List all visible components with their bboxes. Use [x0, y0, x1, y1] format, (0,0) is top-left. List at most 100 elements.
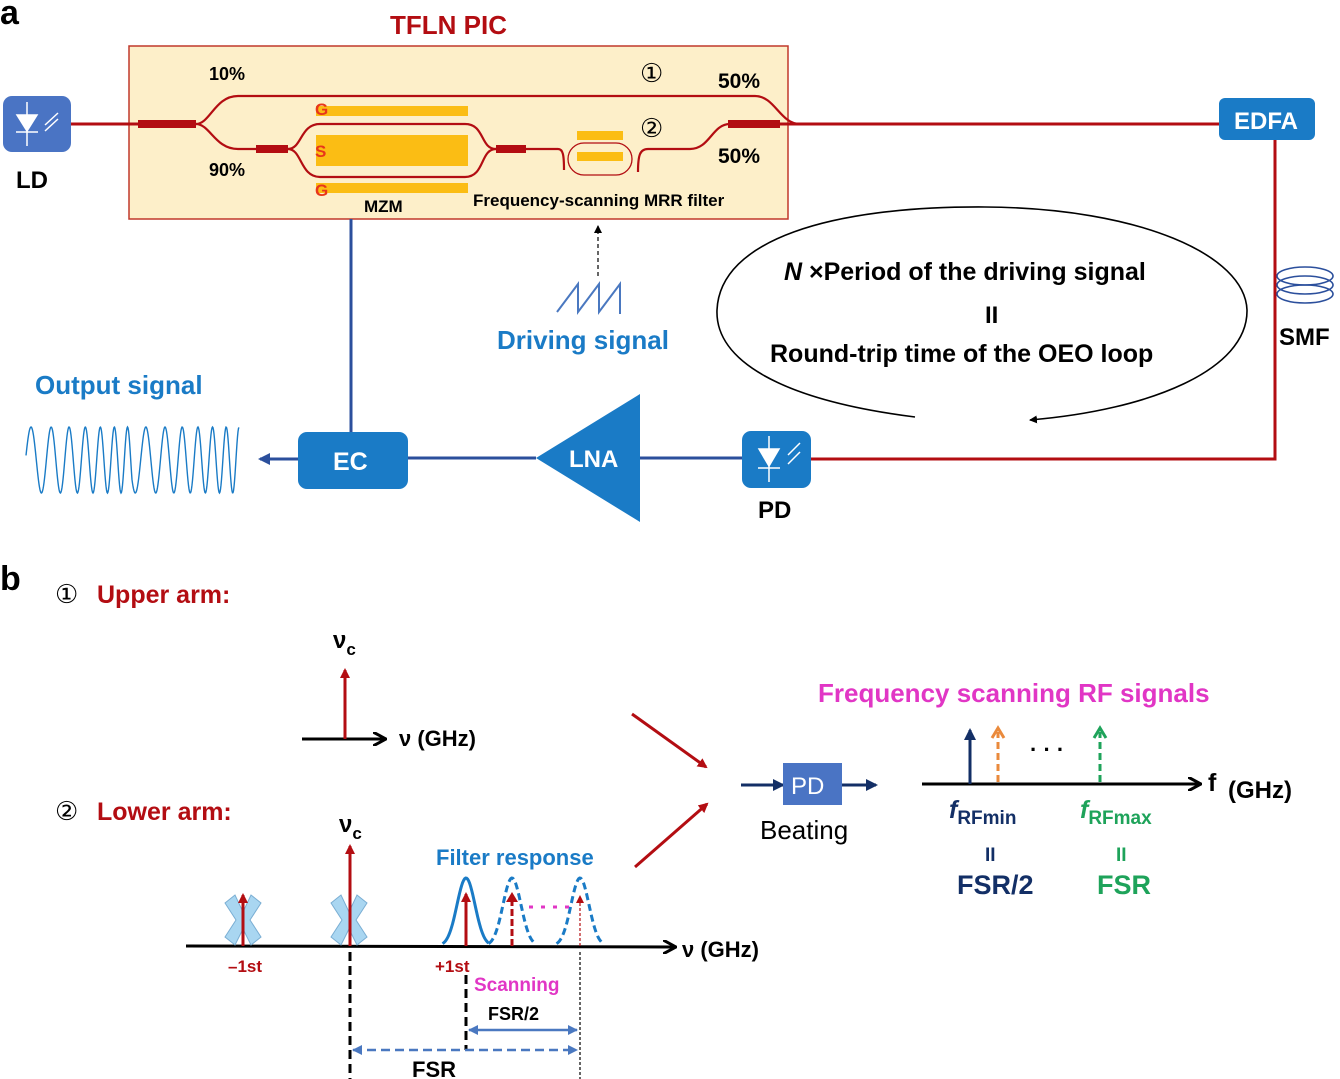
chip-title: TFLN PIC: [390, 10, 507, 40]
loop-n-symbol: N: [784, 258, 803, 286]
diode-icon: [15, 102, 59, 146]
lower-arm-carrier-label: νc: [339, 811, 362, 843]
mzm-lower-arm: [287, 147, 497, 179]
rf-fmin-label: fRFmin: [949, 796, 1016, 829]
fmax-f: f: [1080, 796, 1091, 824]
ld-label: LD: [16, 167, 48, 194]
mzm-output-combiner: [496, 145, 526, 153]
filter-response-dashed-2: [555, 876, 604, 945]
electrode-s-label: S: [315, 142, 326, 161]
input-coupler: [138, 120, 196, 128]
ec-label: EC: [333, 448, 368, 476]
panel-label-a: a: [0, 0, 20, 32]
ld-box: [3, 96, 71, 152]
arm1-marker: ①: [640, 58, 663, 88]
mzm-input-splitter: [256, 145, 288, 153]
waveguide-from-mrr: [636, 122, 731, 173]
upper-arm-marker: ①: [55, 579, 78, 609]
output-waveform: [25, 425, 240, 495]
rf-spectrum-title: Frequency scanning RF signals: [818, 678, 1210, 708]
nu-symbol-lower: ν: [339, 811, 352, 838]
mrr-heater-bottom: [577, 152, 623, 161]
electrode-signal: [316, 135, 468, 166]
beating-caption: Beating: [760, 815, 848, 845]
minus-first-label: –1st: [228, 957, 262, 976]
electrode-ground-bottom: [316, 183, 468, 193]
scanning-label: Scanning: [474, 975, 560, 996]
carrier-subscript: c: [346, 640, 355, 659]
scanned-sideband-arrow-1-head: [506, 892, 518, 902]
upper-arm-title: Upper arm:: [97, 581, 230, 609]
panel-label-b: b: [0, 560, 21, 598]
split-ratio-lower: 90%: [209, 160, 245, 180]
edfa-label: EDFA: [1234, 108, 1298, 135]
electrode-ground-top: [316, 106, 468, 116]
beating-pd-label: PD: [791, 773, 824, 800]
electrical-coupler[interactable]: EC: [298, 432, 408, 489]
laser-diode[interactable]: LD: [3, 96, 71, 194]
rf-axis-f: f: [1208, 769, 1217, 797]
lower-arm-title: Lower arm:: [97, 798, 232, 826]
loop-equals: II: [985, 302, 998, 329]
ec-box: [298, 432, 408, 489]
beating-pd-box: [783, 763, 842, 805]
fsr-label: FSR: [412, 1057, 456, 1079]
lower-arm-axis-label: ν (GHz): [682, 937, 759, 962]
plus-first-label: +1st: [435, 957, 470, 976]
loop-ellipse-arrow: [716, 206, 1248, 424]
upper-arm-waveguide: [195, 94, 801, 126]
combine-ratio-upper: 50%: [718, 70, 760, 93]
electrode-g-bottom-label: G: [315, 181, 328, 200]
lower-arm-waveguide: [195, 122, 256, 151]
arm2-marker: ②: [640, 113, 663, 143]
output-signal-label: Output signal: [35, 370, 203, 400]
edfa[interactable]: EDFA: [1219, 98, 1315, 140]
loop-condition-line1: N ×Period of the driving signal: [784, 258, 1146, 286]
combine-ratio-lower: 50%: [718, 145, 760, 168]
lower-arm-frequency-axis: [185, 946, 675, 947]
lower-arm-marker: ②: [55, 796, 78, 826]
sawtooth-icon: [556, 281, 621, 315]
lna-triangle: [536, 394, 640, 522]
filter-response-dashed-1: [487, 876, 536, 945]
upper-arm-carrier-label: νc: [333, 627, 356, 659]
pd-label: PD: [758, 497, 791, 524]
photodetector[interactable]: PD: [742, 431, 811, 524]
beating-photodetector[interactable]: PD: [783, 763, 842, 805]
filter-response-label: Filter response: [436, 845, 594, 870]
mrr-ring: [567, 142, 633, 176]
mrr-heater-top: [577, 131, 623, 140]
scanned-sideband-arrow-2-head: [576, 895, 584, 903]
rf-fmin-value: FSR/2: [957, 870, 1034, 900]
rf-fmax-equals: II: [1116, 845, 1127, 866]
mzm-label: MZM: [364, 197, 403, 216]
nu-symbol: ν: [333, 627, 346, 654]
rf-fmin-equals: II: [985, 845, 996, 866]
electrode-g-top-label: G: [315, 100, 328, 119]
pd-box: [742, 431, 811, 488]
lna-amplifier[interactable]: LNA: [536, 394, 640, 522]
split-ratio-upper: 10%: [209, 64, 245, 84]
driving-signal-label: Driving signal: [497, 325, 669, 355]
mzm-upper-arm: [287, 122, 497, 151]
smf-coil-icon: [1276, 266, 1334, 304]
carrier-subscript-lower: c: [352, 824, 361, 843]
waveguide-to-mrr: [526, 147, 566, 171]
rf-fmax-value: FSR: [1097, 870, 1151, 900]
fmax-sub: RFmax: [1088, 808, 1152, 829]
filter-response-solid: [441, 876, 490, 945]
rf-fmax-tone-head: [1092, 725, 1108, 739]
rf-second-tone-head: [990, 725, 1006, 739]
rf-ellipsis: · · ·: [1030, 737, 1064, 762]
photodiode-icon: [757, 436, 801, 482]
rf-axis-unit: (GHz): [1228, 777, 1292, 804]
lower-arm-to-pd-arrow: [634, 802, 709, 869]
fmin-f: f: [949, 796, 960, 824]
rf-fmax-label: fRFmax: [1080, 796, 1152, 829]
edfa-box: [1219, 98, 1315, 140]
lna-label: LNA: [569, 446, 618, 473]
upper-arm-axis-label: ν (GHz): [399, 726, 476, 751]
mrr-filter-label: Frequency-scanning MRR filter: [473, 191, 725, 210]
fmin-sub: RFmin: [957, 808, 1016, 829]
